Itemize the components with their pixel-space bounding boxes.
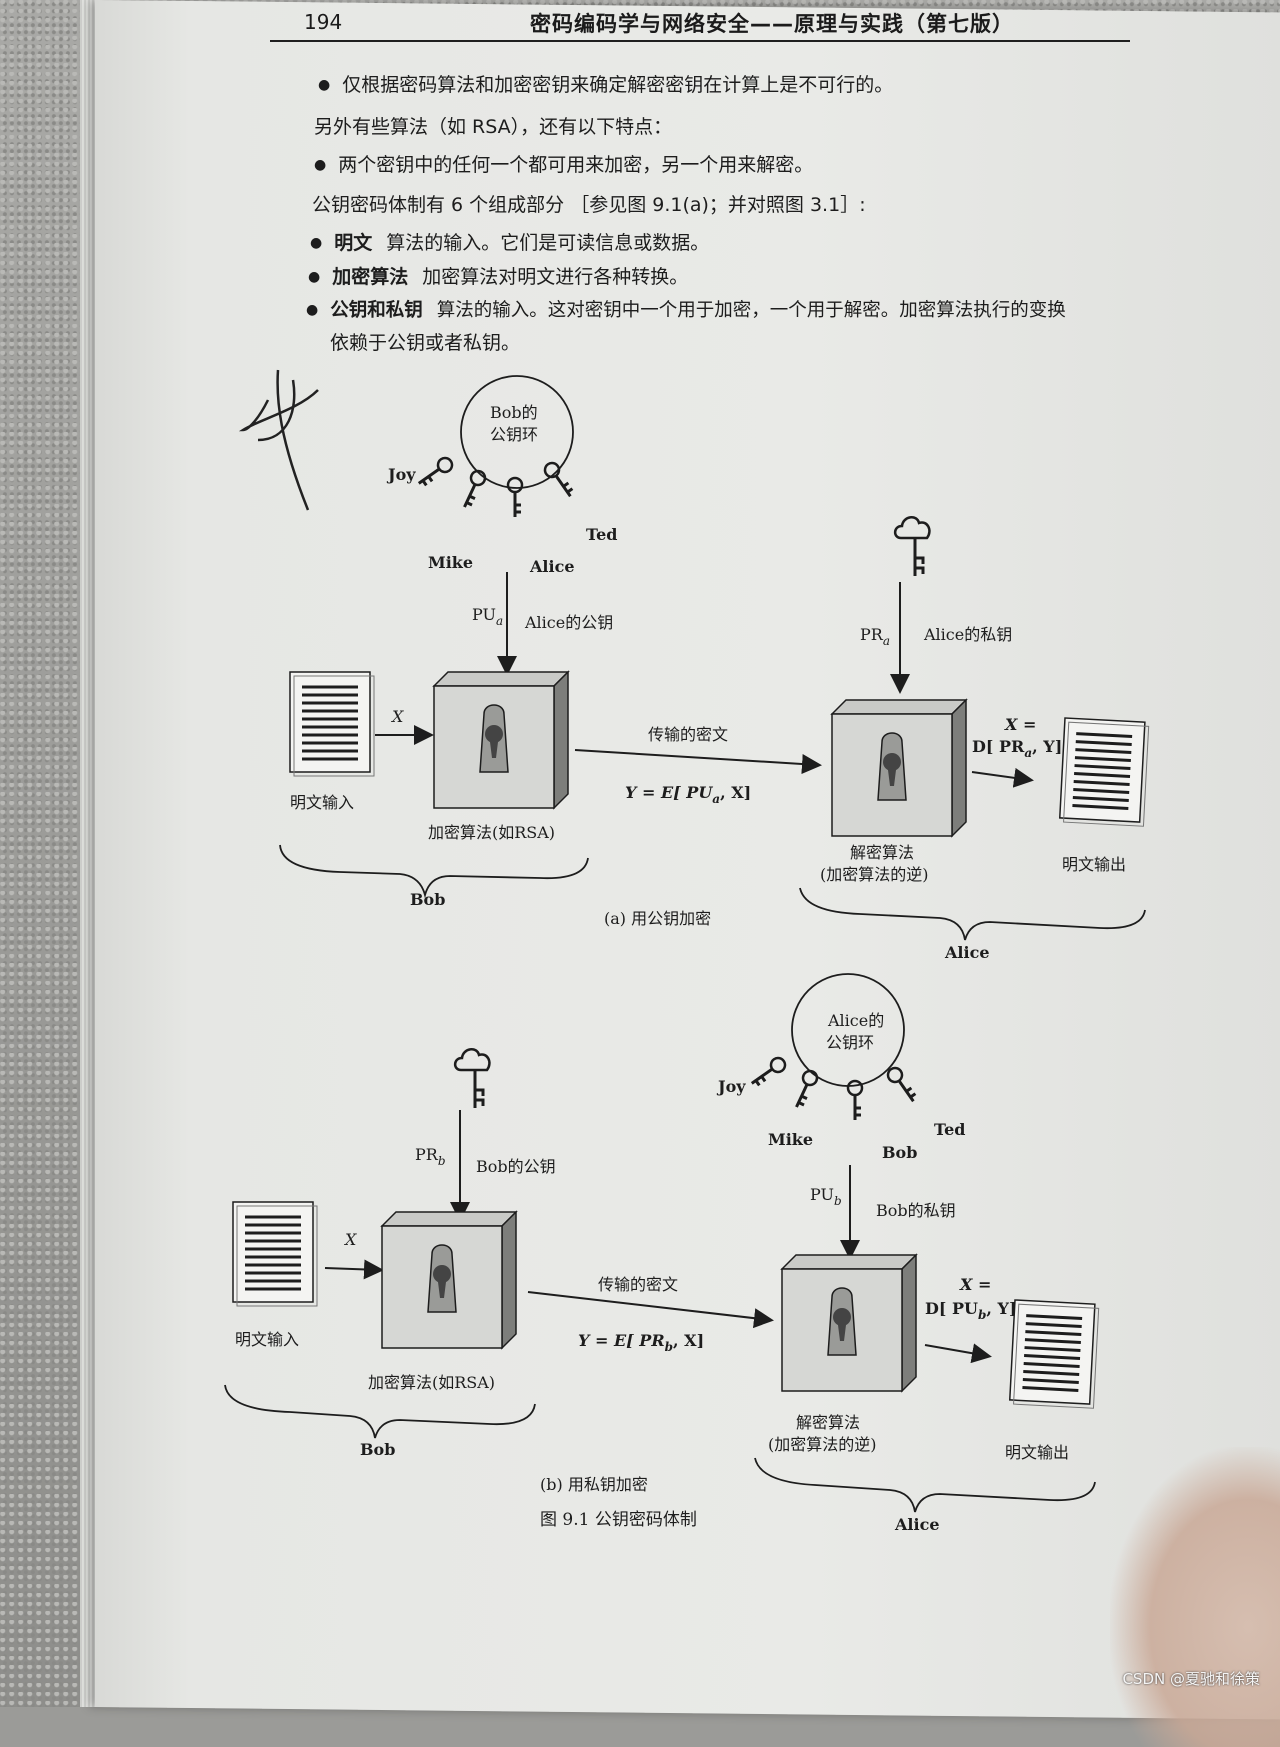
pr-a-label: PRa: [860, 625, 890, 648]
pu-a-label: PUa: [472, 605, 503, 628]
bullet-line-3: 两个密钥中的任何一个都可用来加密，另一个用来解密。: [314, 150, 813, 177]
pu-b-desc: Bob的私钥: [876, 1201, 956, 1220]
key-icon: [746, 1053, 921, 1122]
csdn-watermark: CSDN @夏驰和徐策: [1122, 1670, 1260, 1688]
document-icon: [231, 1200, 319, 1308]
keyring-a: [460, 375, 574, 489]
pr-a-desc: Alice的私钥: [923, 625, 1012, 644]
keyring-a-label-1: Bob的: [490, 403, 538, 422]
keyring-b: [791, 973, 905, 1087]
page-number: 194: [304, 10, 343, 34]
party-bob-a: Bob: [410, 890, 445, 909]
key-joy-a: Joy: [386, 465, 416, 484]
document-out-icon: [1008, 1298, 1101, 1410]
key-mike-b: Mike: [768, 1130, 813, 1149]
out-b-2: D[ PUb, Y]: [925, 1299, 1017, 1322]
dec-alg-a-2: (加密算法的逆): [820, 865, 929, 884]
text-line-4: 公钥密码体制有 6 个组成部分 ［参见图 9.1(a)；并对照图 3.1］:: [312, 194, 866, 216]
document-out-icon: [1058, 716, 1151, 828]
key-ted-a: Ted: [586, 525, 617, 544]
bullet-line-1: 仅根据密码算法和加密密钥来确定解密密钥在计算上是不可行的。: [318, 70, 893, 97]
out-a-2: D[ PRa, Y]: [972, 737, 1062, 760]
plaintext-in-a: 明文输入: [290, 793, 354, 812]
text-line-2: 另外有些算法（如 RSA），还有以下特点：: [314, 116, 673, 138]
figure-a: Bob的 公钥环 Joy Mike Alice Ted PUa Alice的公钥…: [279, 375, 1151, 962]
dec-alg-b-2: (加密算法的逆): [768, 1435, 877, 1454]
out-b-1: X =: [959, 1275, 991, 1294]
plaintext-out-b: 明文输出: [1005, 1443, 1069, 1462]
finger-shadow: [1110, 1447, 1280, 1747]
plaintext-out-a: 明文输出: [1062, 855, 1126, 874]
cipher-b: Y = E[ PRb, X]: [578, 1331, 704, 1354]
pu-b-label: PUb: [810, 1185, 842, 1208]
out-a-1: X =: [1004, 715, 1036, 734]
dec-alg-b-1: 解密算法: [796, 1413, 860, 1432]
document-icon: [288, 670, 376, 778]
brace-bob-a: [279, 844, 589, 899]
arrow-x-b: [324, 1259, 384, 1280]
keyring-b-label-2: 公钥环: [826, 1033, 874, 1052]
plaintext-in-b: 明文输入: [235, 1330, 299, 1349]
key-joy-b: Joy: [716, 1077, 746, 1096]
key-ted-b: Ted: [934, 1120, 965, 1139]
transmit-b: 传输的密文: [598, 1275, 678, 1294]
x-a-label: X: [390, 707, 404, 726]
enc-alg-a: 加密算法(如RSA): [428, 823, 555, 842]
arrow-out-a: [971, 767, 1034, 788]
encrypt-box-icon: [433, 671, 569, 809]
dec-alg-a-1: 解密算法: [850, 843, 914, 862]
figure-b: Alice的 公钥环 Joy Mike Bob Ted PUb Bob的私钥 P…: [224, 973, 1101, 1534]
pr-b-label: PRb: [415, 1145, 446, 1168]
enc-alg-b: 加密算法(如RSA): [368, 1373, 495, 1392]
encrypt-box-icon: [381, 1211, 517, 1349]
arrow-cipher-b: [527, 1291, 774, 1329]
brace-bob-b: [224, 1384, 536, 1439]
brace-alice-b: [754, 1457, 1096, 1513]
cipher-a: Y = E[ PUa, X]: [625, 783, 751, 806]
arrow-cipher-a: [574, 749, 822, 774]
party-alice-b: Alice: [894, 1515, 940, 1534]
caption-a: (a) 用公钥加密: [604, 909, 711, 928]
decrypt-box-icon: [831, 699, 967, 837]
transmit-a: 传输的密文: [648, 725, 728, 744]
key-alice-a: Alice: [529, 557, 575, 576]
keyring-b-label-1: Alice的: [827, 1011, 884, 1030]
key-bob-b: Bob: [882, 1143, 917, 1162]
handwritten-signature: [238, 369, 319, 511]
party-alice-a: Alice: [944, 943, 990, 962]
key-icon: [413, 453, 578, 519]
book-title: 密码编码学与网络安全——原理与实践（第七版）: [530, 12, 1014, 36]
figure-9-1: Bob的 公钥环 Joy Mike Alice Ted PUa Alice的公钥…: [224, 375, 1151, 1534]
keyring-a-label-2: 公钥环: [490, 425, 538, 444]
party-bob-b: Bob: [360, 1440, 395, 1459]
cloud-key-icon: [453, 1047, 491, 1110]
page-header: 194 密码编码学与网络安全——原理与实践（第七版）: [270, 4, 1130, 42]
decrypt-box-icon: [781, 1254, 917, 1392]
pr-b-desc: Bob的公钥: [476, 1157, 556, 1176]
figure-caption: 图 9.1 公钥密码体制: [540, 1510, 697, 1530]
arrow-out-b: [924, 1343, 992, 1364]
key-mike-a: Mike: [428, 553, 473, 572]
brace-alice-a: [799, 887, 1146, 941]
text-line-continue: 依赖于公钥或者私钥。: [330, 332, 521, 354]
pu-a-desc: Alice的公钥: [524, 613, 613, 632]
caption-b: (b) 用私钥加密: [540, 1475, 648, 1494]
x-b-label: X: [343, 1230, 357, 1249]
cloud-key-icon: [893, 515, 931, 578]
